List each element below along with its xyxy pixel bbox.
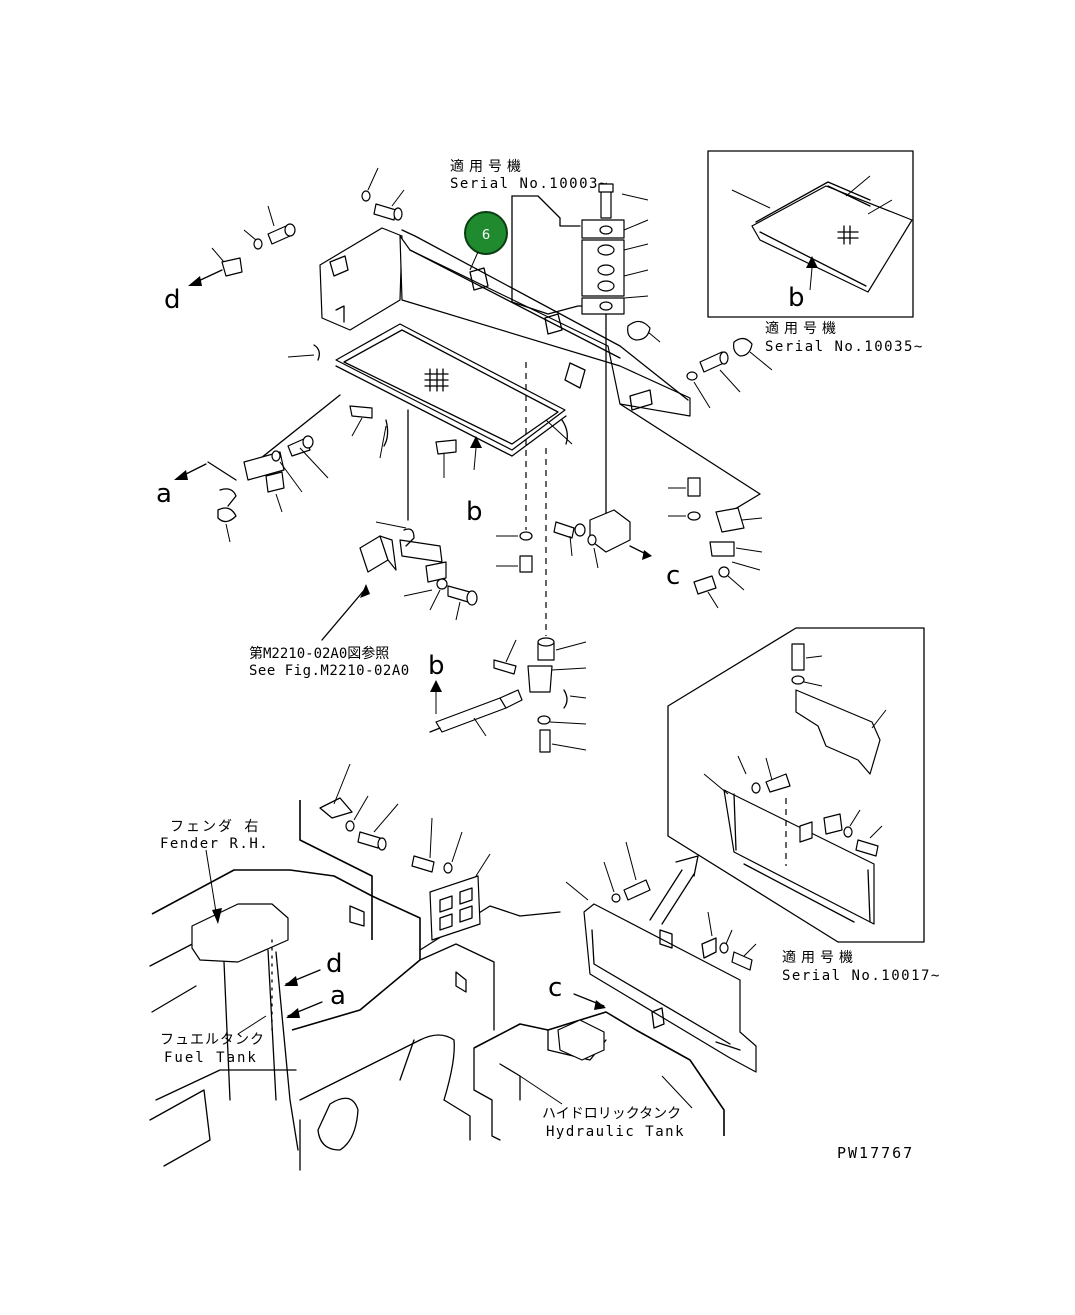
view-letter-c-lower: c <box>548 973 562 1003</box>
fuel-tank-jp: フュエルタンク <box>160 1032 265 1048</box>
fuel-tank-en: Fuel Tank <box>164 1050 258 1066</box>
machine-body <box>149 763 757 1171</box>
serial-10035-en: Serial No.10035~ <box>765 339 924 355</box>
hydraulic-tank-jp: ハイドロリックタンク <box>542 1106 681 1122</box>
hardware-top-left <box>211 167 405 277</box>
view-letter-d-top: d <box>164 285 181 315</box>
serial-10017-en: Serial No.10017~ <box>782 968 941 984</box>
right-bracket <box>619 403 763 609</box>
view-letter-a-lower: a <box>330 981 346 1011</box>
fender-jp: フェンダ 右 <box>170 819 260 835</box>
see-fig-bracket <box>321 521 478 641</box>
serial-10003-detail <box>511 183 661 521</box>
view-letter-b-inset: b <box>788 283 805 313</box>
hardware-top-right <box>686 337 773 409</box>
inset-serial-10017 <box>667 627 925 943</box>
top-cover-assembly <box>287 227 691 457</box>
serial-10003-jp: 適用号機 <box>450 158 526 175</box>
serial-10035-jp: 適用号機 <box>765 320 841 337</box>
drawing-number: PW17767 <box>837 1144 914 1162</box>
gas-spring-group <box>429 637 587 753</box>
latch-group-a <box>207 394 341 543</box>
view-letter-b-lower: b <box>428 651 445 681</box>
panel-fasteners <box>349 405 573 521</box>
see-fig-en: See Fig.M2210-02A0 <box>249 663 410 679</box>
view-letter-a-mid: a <box>156 479 172 509</box>
callout-6-number: 6 <box>482 228 490 243</box>
serial-10003-en: Serial No.10003~ <box>450 176 609 192</box>
inset-serial-10035 <box>707 150 914 318</box>
view-letter-c-right: c <box>666 561 680 591</box>
callout-6[interactable]: 6 <box>464 211 508 271</box>
fender-en: Fender R.H. <box>160 836 269 852</box>
view-letter-b-under: b <box>466 497 483 527</box>
hydraulic-tank-en: Hydraulic Tank <box>546 1124 685 1140</box>
view-letter-d-lower: d <box>326 949 343 979</box>
centre-hardware <box>496 509 652 573</box>
serial-10017-jp: 適用号機 <box>782 949 858 966</box>
see-fig-jp: 第M2210-02A0図参照 <box>249 645 389 662</box>
